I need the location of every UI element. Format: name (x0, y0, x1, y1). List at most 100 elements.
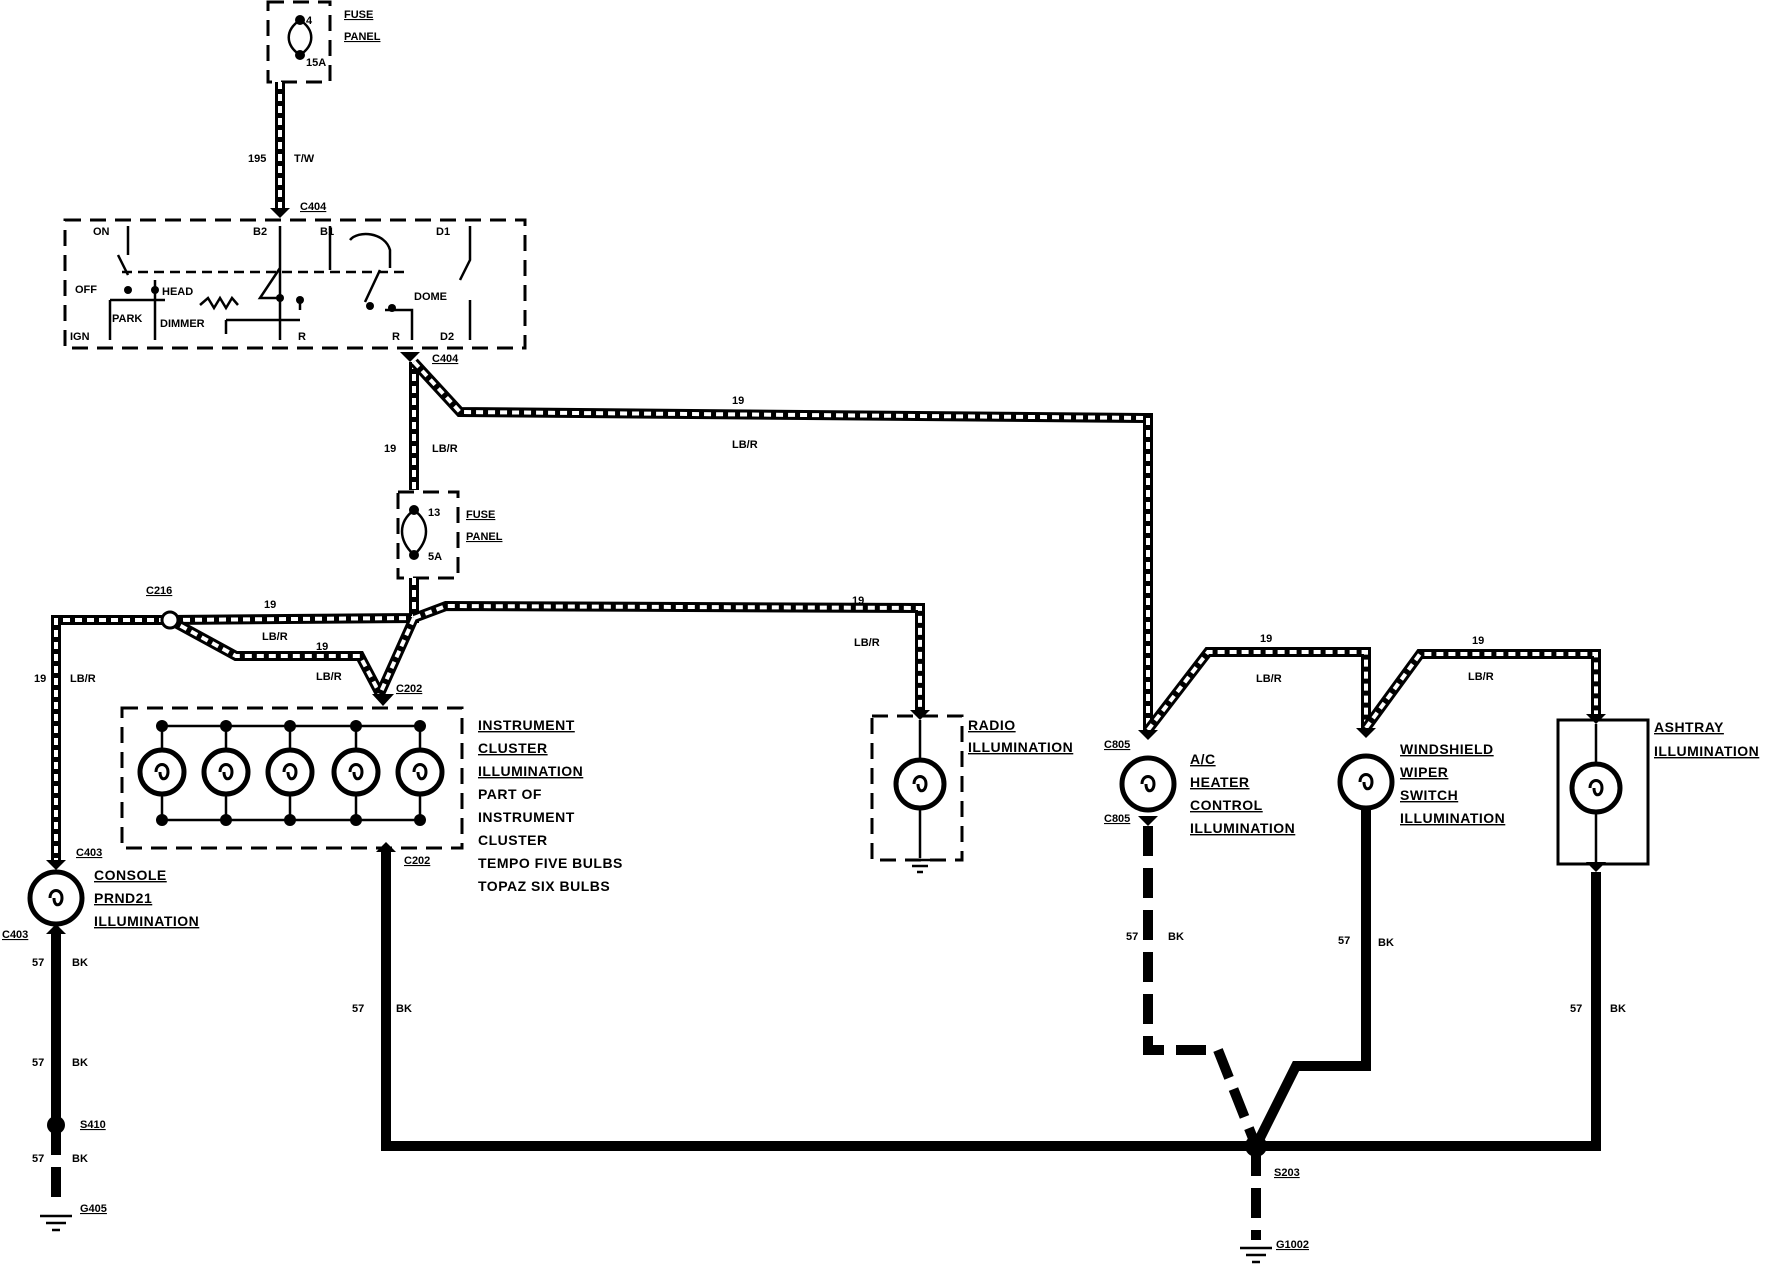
radio-terminal (910, 710, 930, 720)
c216-lower-circuit: 19 (316, 641, 328, 653)
ashtray-gnd-circuit: 57 (1570, 1003, 1582, 1015)
switch-b1: B1 (320, 226, 334, 238)
c805-top: C805 (1104, 739, 1130, 751)
switch-park: PARK (112, 313, 142, 325)
console-label-3: ILLUMINATION (94, 913, 199, 929)
ac-ground-wire (1143, 826, 1261, 1148)
fuse-mid-number: 13 (428, 507, 440, 519)
fuse-top-number: 4 (306, 15, 313, 27)
switch-contacts-left (108, 226, 165, 340)
switch-rheostat (199, 295, 239, 311)
wire-195-circuit: 195 (248, 153, 266, 165)
fuse-mid-label-2: PANEL (466, 531, 503, 543)
fuse-top-terminal-1 (295, 15, 305, 25)
c403-bottom: C403 (2, 929, 28, 941)
switch-box (63, 218, 527, 350)
g405-ground-icon (40, 1214, 72, 1232)
fuse-top-label-1: FUSE (344, 9, 373, 21)
switch-node-1 (124, 286, 132, 294)
console-label-2: PRND21 (94, 890, 152, 906)
cluster-line-8: TOPAZ SIX BULBS (478, 878, 610, 894)
cluster-bulb (395, 720, 445, 826)
cluster-bulbs (137, 720, 445, 826)
ac-wiper-color: LB/R (1256, 673, 1282, 685)
ashtray-terminal-bottom (1586, 862, 1606, 872)
c403-bottom-terminal (46, 924, 66, 934)
switch-contacts-center (224, 226, 302, 340)
c202-bottom: C202 (404, 855, 430, 867)
switch-dome-contact (458, 226, 472, 340)
c404-top-terminal (270, 208, 290, 218)
ac-bulb-icon (1119, 755, 1177, 813)
wiper-terminal-top (1356, 728, 1376, 738)
wiper-bulb-icon (1337, 753, 1395, 811)
switch-d2: D2 (440, 331, 454, 343)
wiper-ground-wire (1251, 808, 1371, 1149)
feed-right-color: LB/R (732, 439, 758, 451)
c404-top: C404 (300, 201, 327, 213)
ground-circuits: 57 BK 57 BK 57 BK S410 G405 57 BK 57 BK … (32, 808, 1626, 1264)
switch-r2: R (392, 331, 400, 343)
ac-label-1: A/C (1190, 751, 1216, 767)
wiper-label-3: SWITCH (1400, 787, 1458, 803)
ac-label-4: ILLUMINATION (1190, 820, 1295, 836)
ac-wiper-circuit: 19 (1260, 633, 1272, 645)
feed-left-circuit: 19 (384, 443, 396, 455)
c805-top-terminal (1138, 730, 1158, 740)
s410-splice (47, 1116, 65, 1134)
fuse-mid-element (400, 508, 428, 557)
radio-label-2: ILLUMINATION (968, 739, 1073, 755)
console-gnd-3-circuit: 57 (32, 1153, 44, 1165)
switch-contacts-right (328, 226, 414, 340)
radio-ground-icon (906, 858, 934, 874)
console-label-1: CONSOLE (94, 867, 167, 883)
wire-feed: 19 LB/R 19 LB/R (384, 358, 1153, 730)
fuse-mid: 13 5A FUSE PANEL (396, 490, 503, 580)
fuse-mid-box (396, 490, 460, 580)
ashtray-gnd-color: BK (1610, 1003, 1626, 1015)
cluster-bulb (265, 720, 315, 826)
g1002-label: G1002 (1276, 1239, 1309, 1251)
switch-node-5 (366, 302, 374, 310)
c216-top-circuit: 19 (264, 599, 276, 611)
switch-dimmer: DIMMER (160, 318, 205, 330)
c403-top: C403 (76, 847, 102, 859)
console-gnd-2-color: BK (72, 1057, 88, 1069)
fuse-mid-rating: 5A (428, 551, 442, 563)
switch-off: OFF (75, 284, 97, 296)
console-feed-circuit: 19 (34, 673, 46, 685)
wiper-label-2: WIPER (1400, 764, 1448, 780)
wiper-label-1: WINDSHIELD (1400, 741, 1494, 757)
ac-gnd-color: BK (1168, 931, 1184, 943)
c805-bottom-terminal (1138, 816, 1158, 826)
ashtray-terminal-top (1586, 714, 1606, 724)
wiper-ashtray-circuit: 19 (1472, 635, 1484, 647)
switch-node-3 (276, 294, 284, 302)
console-gnd-1-color: BK (72, 957, 88, 969)
switch-on: ON (93, 226, 110, 238)
console-bulb-icon (27, 869, 85, 927)
cluster-gnd-color: BK (396, 1003, 412, 1015)
fuse-top: 4 15A FUSE PANEL (266, 0, 381, 84)
radio-feed-circuit: 19 (852, 595, 864, 607)
g405-label: G405 (80, 1203, 107, 1215)
c404-bottom-terminal (400, 352, 420, 362)
cluster-line-4: PART OF (478, 786, 542, 802)
switch-r1: R (298, 331, 306, 343)
radio-bulb-icon (893, 757, 947, 811)
ashtray-ground-wire (1256, 872, 1601, 1151)
cluster-line-2: CLUSTER (478, 740, 548, 756)
c216-connector-icon (160, 610, 180, 630)
cluster-line-1: INSTRUMENT (478, 717, 575, 733)
fuse-top-terminal-2 (295, 50, 305, 60)
feed-right-circuit: 19 (732, 395, 744, 407)
cluster-bulb (137, 720, 187, 826)
console-gnd-3-color: BK (72, 1153, 88, 1165)
ac-gnd-circuit: 57 (1126, 931, 1138, 943)
wiper-gnd-color: BK (1378, 937, 1394, 949)
fuse-top-label-2: PANEL (344, 31, 381, 43)
ac-heater-illumination: C805 C805 A/C HEATER CONTROL ILLUMINATIO… (1104, 730, 1295, 836)
fuse-mid-terminal-1 (409, 505, 419, 515)
fuse-top-rating: 15A (306, 57, 326, 69)
